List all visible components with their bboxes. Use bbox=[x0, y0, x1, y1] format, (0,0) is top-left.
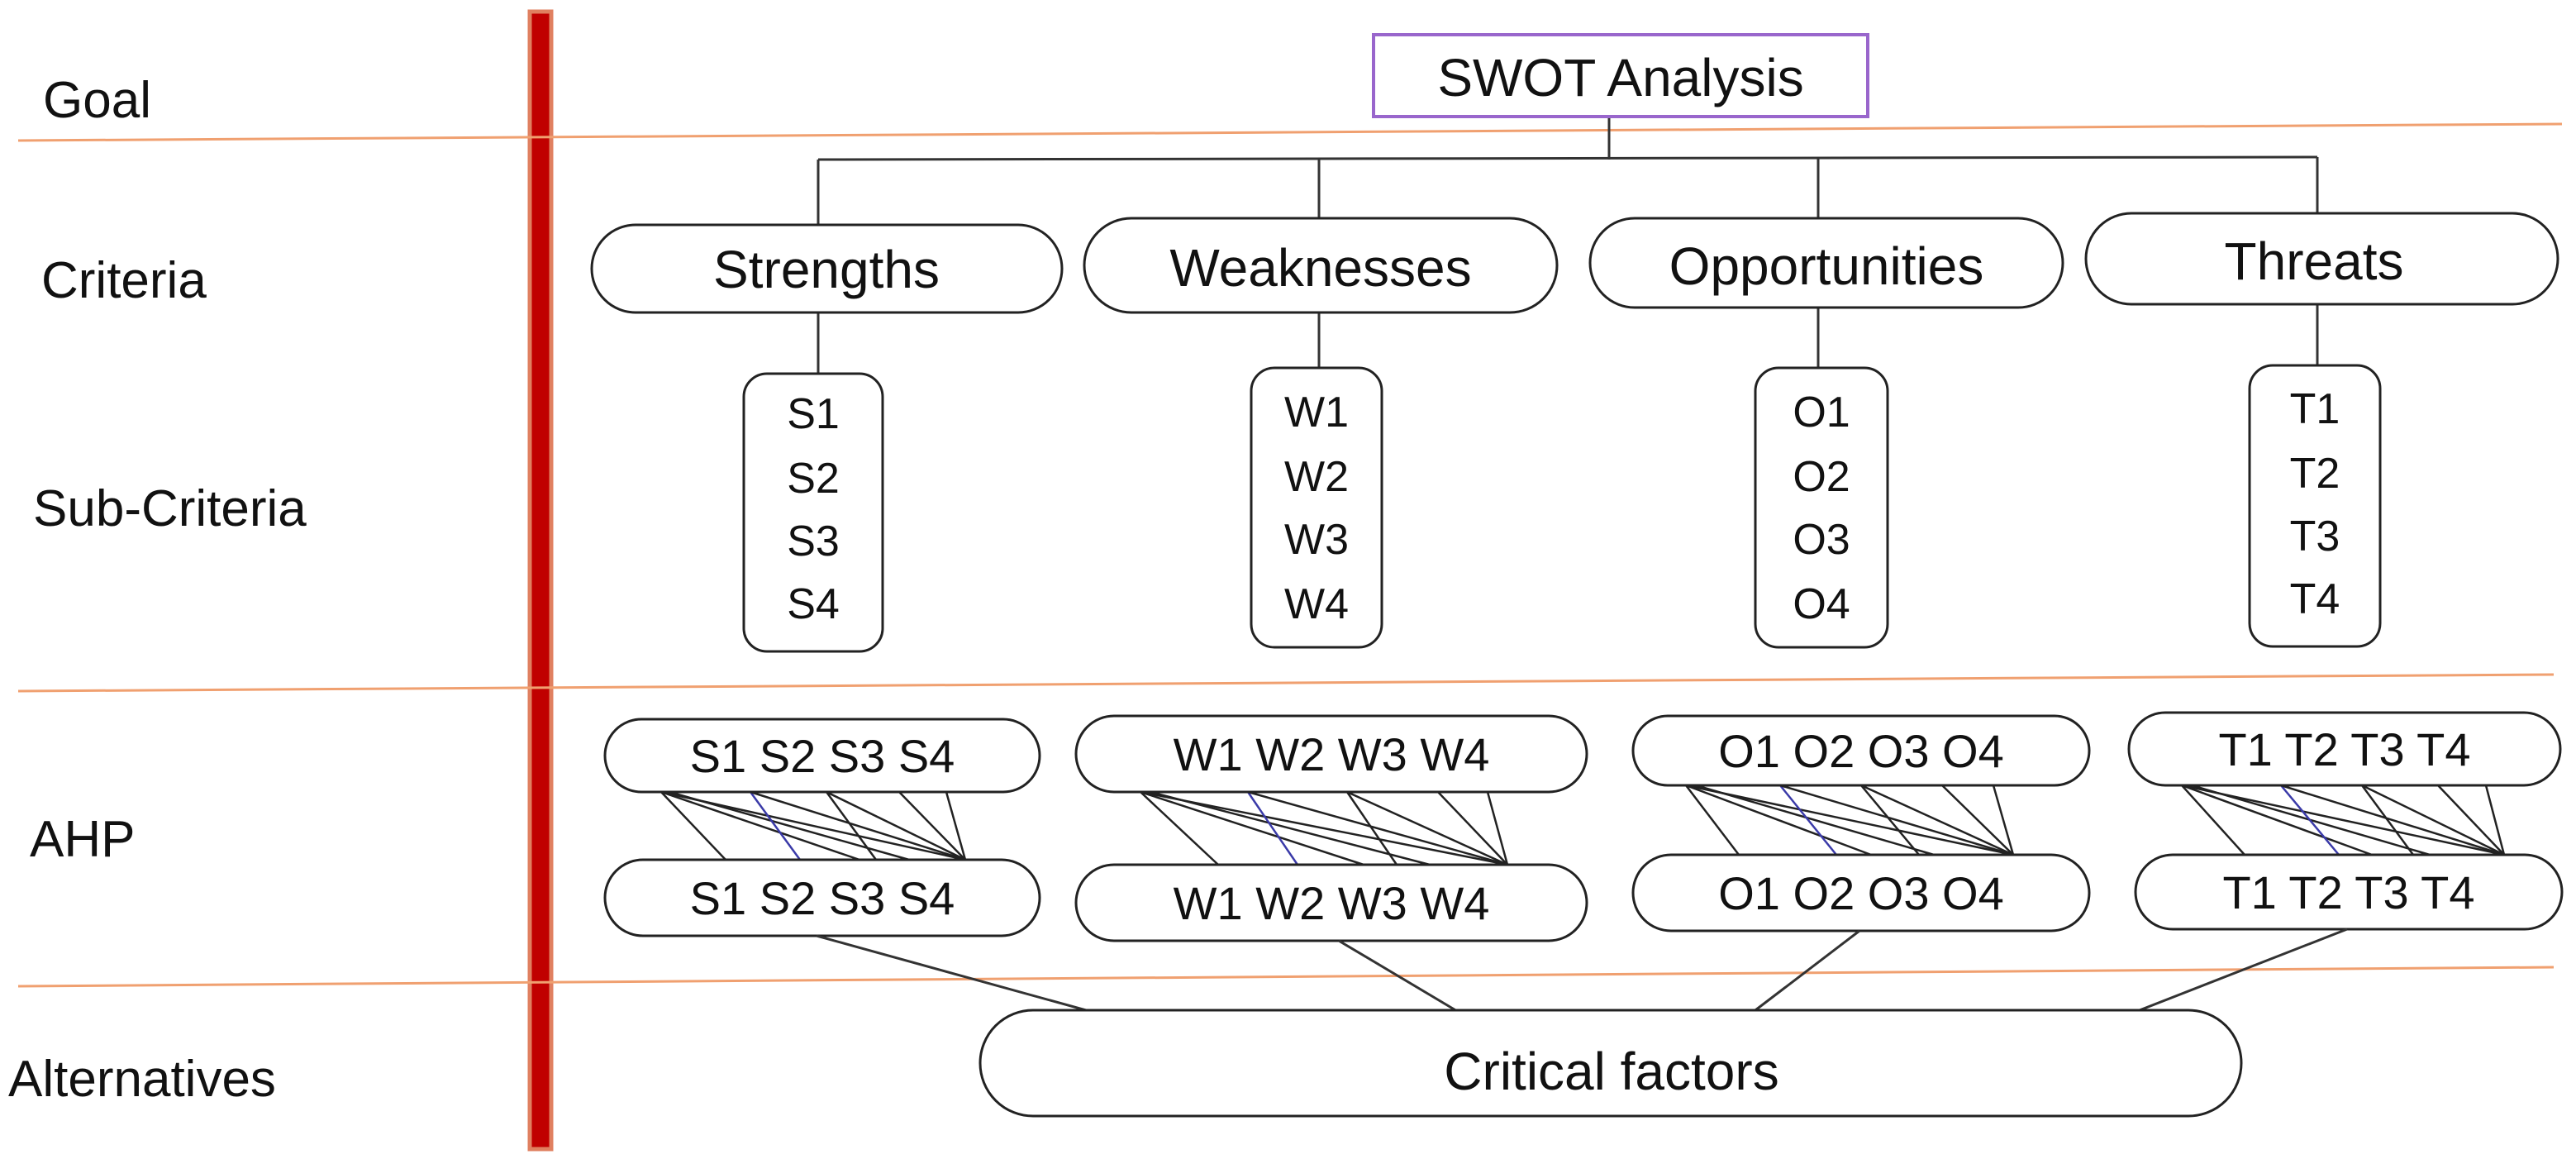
ahp-top-node-weaknesses: W1 W2 W3 W4 bbox=[1074, 714, 1588, 794]
level-label-sub-criteria: Sub-Criteria bbox=[33, 480, 307, 537]
level-label-criteria: Criteria bbox=[41, 252, 207, 309]
ahp-top-node-threats: T1 T2 T3 T4 bbox=[2127, 711, 2562, 787]
ahp-top-node-opportunities: O1 O2 O3 O4 bbox=[1631, 714, 2091, 787]
ahp-to-alternative-connectors bbox=[816, 928, 2348, 1025]
subcriterion-s2: S2 bbox=[787, 455, 840, 503]
ahp-bottom-node-opportunities: O1 O2 O3 O4 bbox=[1631, 853, 2091, 932]
ahp-comparison-lines-strengths bbox=[660, 790, 967, 861]
subcriterion-t4: T4 bbox=[2290, 575, 2340, 623]
subcriterion-o2: O2 bbox=[1793, 453, 1850, 501]
subcriteria-node-weaknesses: W1 W2 W3 W4 bbox=[1250, 366, 1383, 649]
subcriteria-node-strengths: S1 S2 S3 S4 bbox=[742, 372, 884, 653]
ahp-comparison-lines-weaknesses bbox=[1140, 790, 1509, 866]
separator-subcriteria-ahp bbox=[17, 673, 2555, 693]
ahp-comparison-lines-threats bbox=[2181, 784, 2506, 856]
subcriterion-w1: W1 bbox=[1284, 389, 1349, 436]
subcriterion-t3: T3 bbox=[2290, 513, 2340, 560]
criterion-node-weaknesses: Weaknesses bbox=[1083, 217, 1559, 314]
separator-goal-criteria bbox=[17, 122, 2563, 142]
ahp-top-label-threats: T1 T2 T3 T4 bbox=[2218, 723, 2470, 775]
criterion-node-strengths: Strengths bbox=[590, 223, 1064, 314]
goal-node: SWOT Analysis bbox=[1372, 33, 1869, 118]
ahp-bottom-label-strengths: S1 S2 S3 S4 bbox=[690, 872, 955, 924]
subcriterion-s3: S3 bbox=[787, 517, 840, 565]
subcriterion-t1: T1 bbox=[2290, 385, 2340, 433]
criteria-to-subcriteria-connectors bbox=[817, 304, 2319, 374]
criterion-label-opportunities: Opportunities bbox=[1669, 236, 1984, 296]
subcriteria-node-threats: T1 T2 T3 T4 bbox=[2248, 364, 2382, 648]
subcriterion-s4: S4 bbox=[787, 580, 840, 628]
subcriterion-w4: W4 bbox=[1284, 580, 1349, 628]
goal-node-label: SWOT Analysis bbox=[1437, 48, 1803, 107]
vertical-level-bar bbox=[527, 9, 554, 1152]
subcriterion-o1: O1 bbox=[1793, 389, 1850, 436]
subcriterion-w2: W2 bbox=[1284, 453, 1349, 501]
separator-ahp-alternatives bbox=[17, 966, 2555, 988]
ahp-bottom-node-strengths: S1 S2 S3 S4 bbox=[603, 858, 1041, 937]
subcriterion-o3: O3 bbox=[1793, 516, 1850, 564]
ahp-bottom-label-weaknesses: W1 W2 W3 W4 bbox=[1174, 877, 1490, 929]
level-label-goal: Goal bbox=[43, 72, 151, 129]
criterion-node-opportunities: Opportunities bbox=[1588, 217, 2064, 309]
ahp-comparison-lines-opportunities bbox=[1685, 784, 2015, 856]
ahp-top-node-strengths: S1 S2 S3 S4 bbox=[603, 718, 1041, 794]
criterion-label-threats: Threats bbox=[2225, 231, 2404, 291]
criterion-label-strengths: Strengths bbox=[713, 240, 940, 299]
ahp-bottom-node-weaknesses: W1 W2 W3 W4 bbox=[1074, 863, 1588, 942]
ahp-bottom-label-threats: T1 T2 T3 T4 bbox=[2222, 866, 2474, 918]
criterion-label-weaknesses: Weaknesses bbox=[1169, 238, 1471, 298]
alternative-node: Critical factors bbox=[978, 1009, 2243, 1118]
ahp-top-label-weaknesses: W1 W2 W3 W4 bbox=[1174, 728, 1490, 780]
ahp-top-label-opportunities: O1 O2 O3 O4 bbox=[1718, 725, 2004, 777]
level-label-ahp: AHP bbox=[30, 811, 135, 868]
subcriterion-t2: T2 bbox=[2290, 450, 2340, 498]
level-label-alternatives: Alternatives bbox=[8, 1051, 276, 1108]
subcriteria-node-opportunities: O1 O2 O3 O4 bbox=[1754, 366, 1889, 649]
goal-to-criteria-connectors bbox=[817, 116, 2319, 225]
alternative-label: Critical factors bbox=[1444, 1042, 1778, 1101]
subcriterion-o4: O4 bbox=[1793, 580, 1850, 628]
ahp-top-label-strengths: S1 S2 S3 S4 bbox=[690, 730, 955, 782]
ahp-bottom-label-opportunities: O1 O2 O3 O4 bbox=[1718, 867, 2004, 919]
ahp-bottom-node-threats: T1 T2 T3 T4 bbox=[2134, 853, 2564, 931]
subcriterion-w3: W3 bbox=[1284, 516, 1349, 564]
subcriterion-s1: S1 bbox=[787, 390, 840, 438]
criterion-node-threats: Threats bbox=[2084, 212, 2559, 306]
